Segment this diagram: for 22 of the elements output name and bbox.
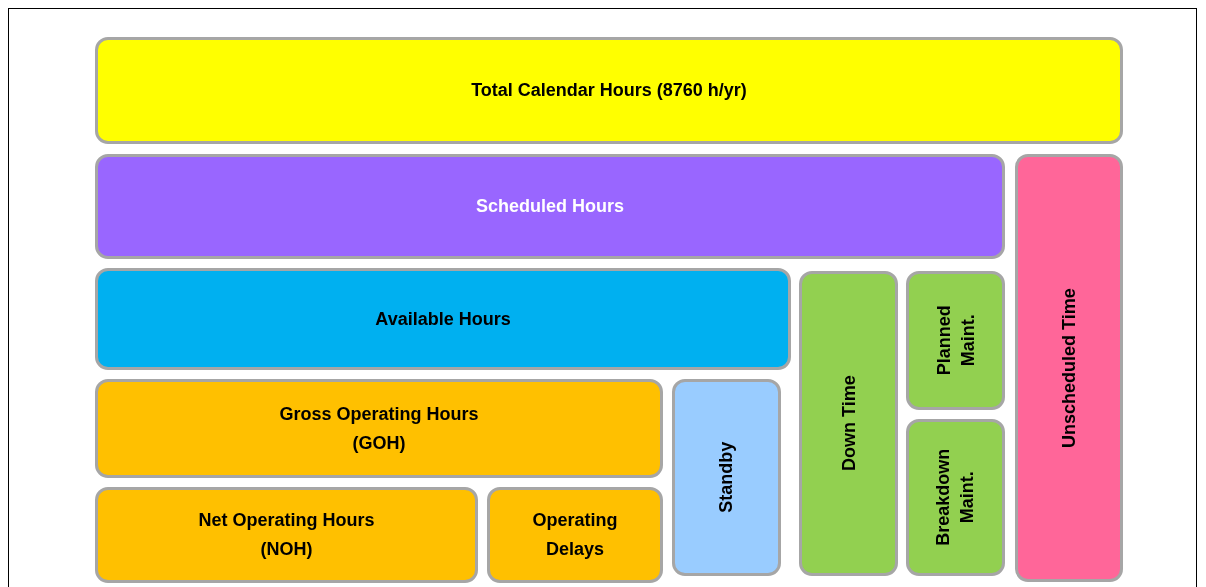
block-label: Gross Operating Hours (GOH)	[278, 402, 480, 455]
block-label: Breakdown Maint.	[932, 449, 979, 546]
block-label: Available Hours	[375, 307, 511, 331]
block-label: Scheduled Hours	[476, 195, 624, 219]
block	[906, 419, 1005, 576]
block	[799, 271, 898, 576]
block-label: Net Operating Hours (NOH)	[197, 509, 376, 561]
block-label: Total Calendar Hours (8760 h/yr)	[471, 79, 747, 103]
block-label: Unscheduled Time	[1057, 288, 1080, 448]
block	[95, 154, 1005, 259]
block-label: Operating Delays	[531, 509, 619, 561]
block	[906, 271, 1005, 410]
block	[95, 379, 663, 478]
block	[672, 379, 781, 576]
block	[95, 487, 478, 583]
block-label: Down Time	[837, 375, 860, 472]
block-label: Standby	[715, 442, 738, 513]
block	[487, 487, 663, 583]
block	[1015, 154, 1123, 582]
block	[95, 268, 791, 370]
block-label: Planned Maint.	[932, 304, 979, 378]
block	[95, 37, 1123, 144]
